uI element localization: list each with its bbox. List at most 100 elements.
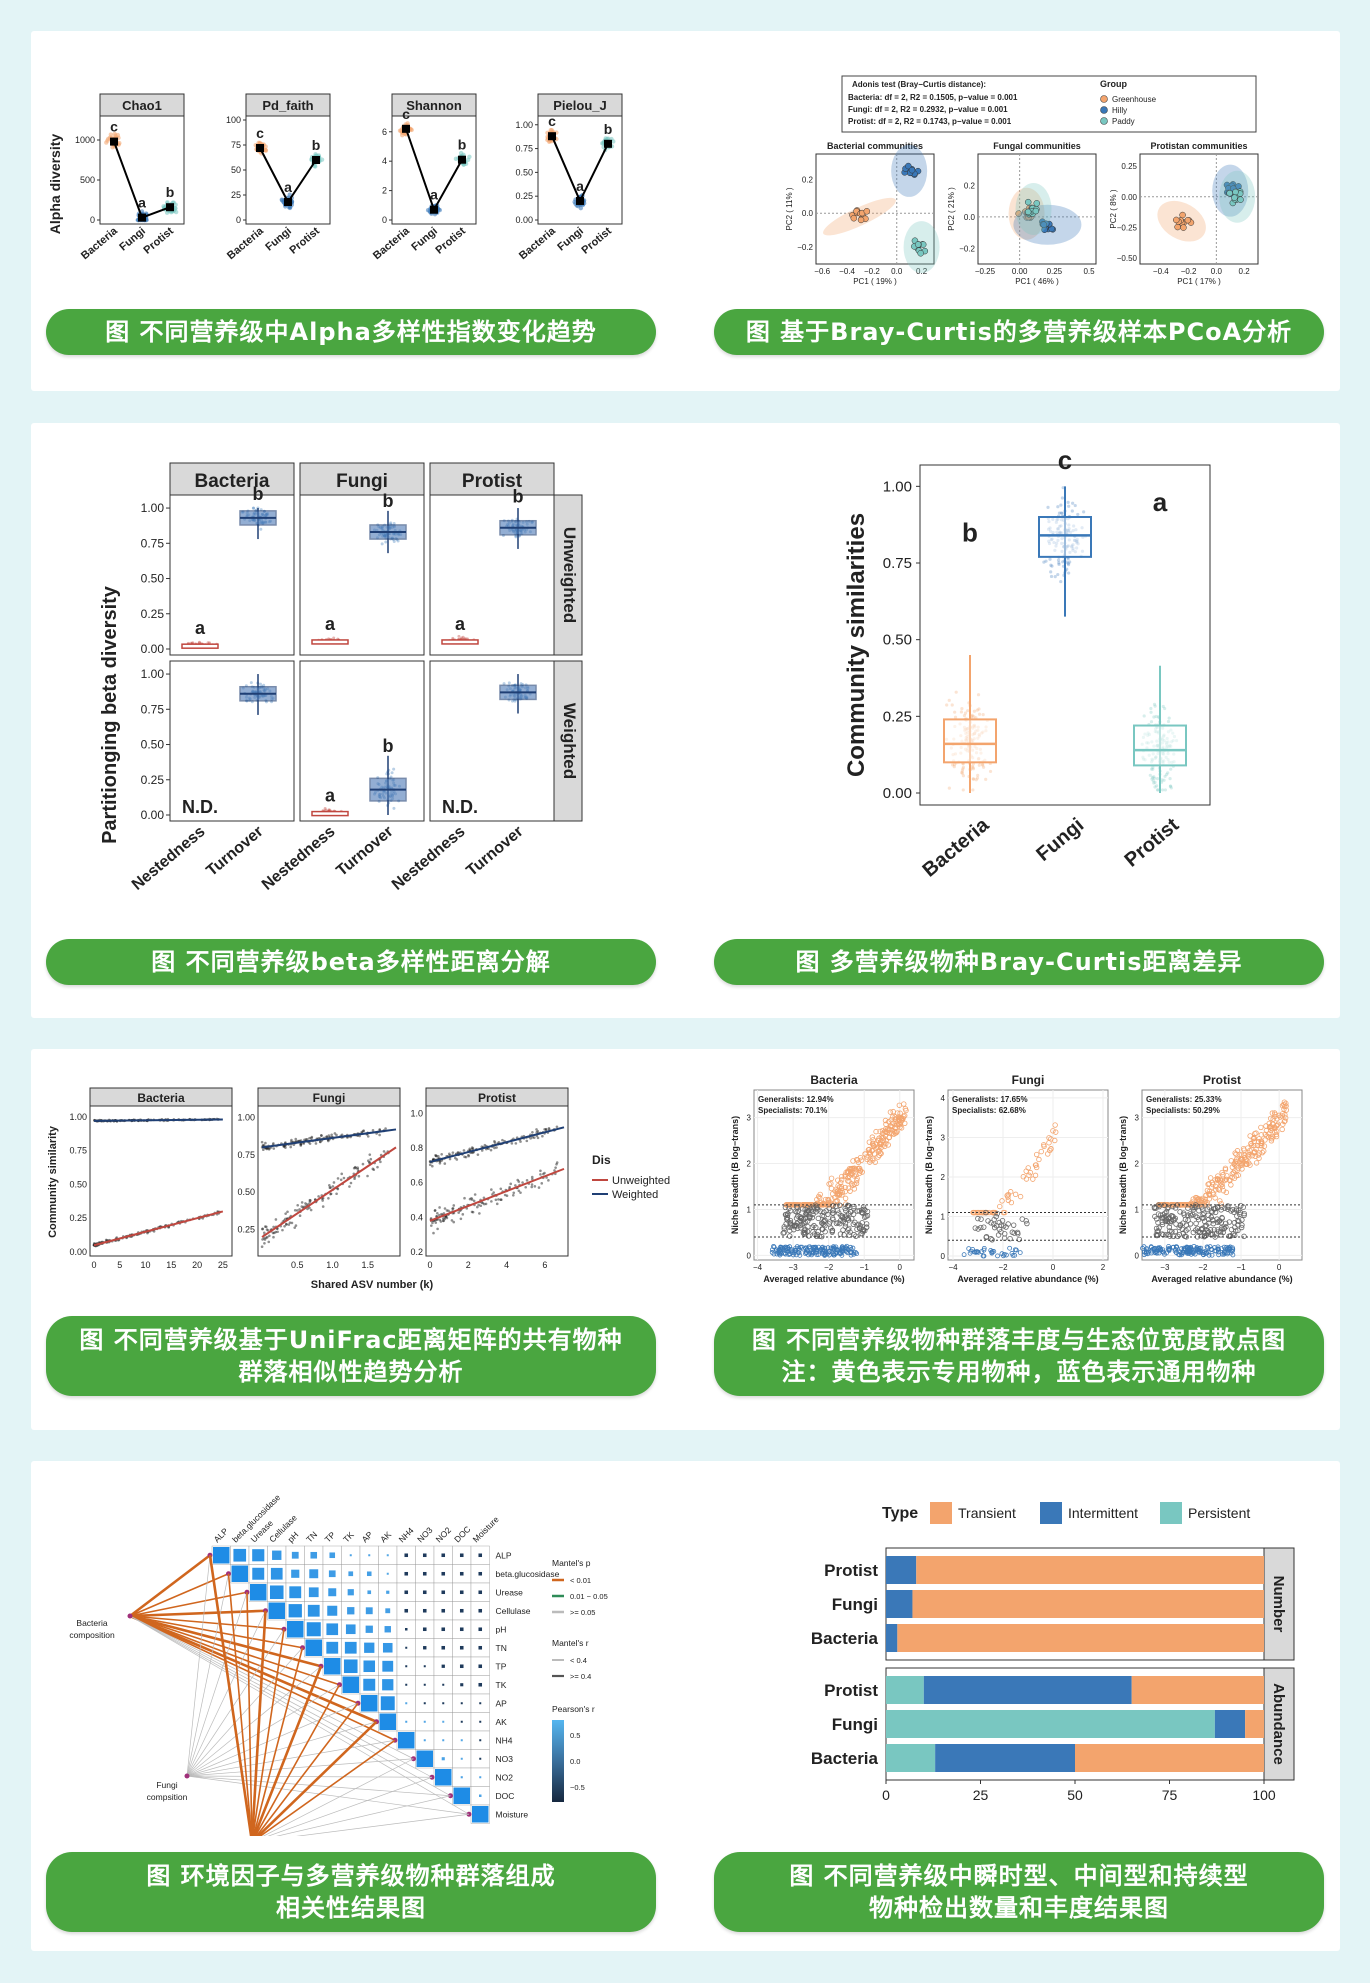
data-point	[972, 777, 976, 781]
data-point	[951, 763, 955, 767]
data-point	[492, 1191, 495, 1194]
legend-dot	[1100, 117, 1108, 125]
specialist-point	[857, 1154, 864, 1161]
sample-point	[1033, 200, 1041, 207]
specialist-point	[1034, 1151, 1040, 1158]
legend-label: Weighted	[612, 1189, 658, 1201]
significance-letter: a	[576, 178, 584, 194]
data-point	[482, 1196, 486, 1200]
y-tick-label: −0.50	[1117, 254, 1138, 263]
heat-square	[423, 1739, 426, 1742]
neutral-point	[1010, 1222, 1017, 1228]
data-point	[541, 1134, 544, 1138]
data-point	[304, 1202, 307, 1205]
specialist-point	[1271, 1124, 1278, 1130]
data-point	[384, 540, 388, 544]
generalist-point	[961, 1252, 967, 1258]
x-tick-label: −1	[860, 1263, 870, 1272]
heat-square	[404, 1590, 409, 1595]
data-point	[535, 1131, 539, 1134]
data-point	[378, 1133, 381, 1137]
heat-square	[386, 1590, 390, 1594]
data-point	[961, 788, 965, 792]
generalist-point	[1181, 1247, 1187, 1253]
panel-title: Fungi	[1012, 1073, 1045, 1087]
neutral-point	[1221, 1225, 1228, 1231]
data-point	[396, 539, 400, 543]
data-point	[1057, 562, 1061, 566]
heat-square	[309, 1569, 319, 1579]
y-tick-label: 100	[226, 115, 241, 125]
generalist-point	[851, 1250, 857, 1256]
data-point	[1056, 558, 1061, 562]
specialist-point	[1210, 1181, 1216, 1188]
x-tick-label: Protist	[142, 225, 177, 257]
generalist-point	[769, 1250, 775, 1255]
neutral-point	[972, 1225, 978, 1231]
y-tick-label: 1.00	[141, 667, 165, 681]
factor-row-label: TN	[496, 1643, 507, 1653]
generalist-point	[776, 1247, 782, 1253]
x-tick-label: −0.4	[839, 267, 855, 276]
specialist-point	[871, 1143, 877, 1149]
data-point	[251, 506, 255, 510]
data-point	[1149, 706, 1153, 711]
data-point	[470, 1147, 474, 1151]
data-point	[484, 1202, 488, 1206]
data-point	[1151, 765, 1155, 769]
heat-square	[460, 1757, 463, 1760]
sample-point	[1015, 210, 1022, 217]
neutral-point	[821, 1218, 827, 1224]
y-tick-label: 1.00	[515, 120, 533, 130]
generalist-point	[999, 1251, 1005, 1257]
heat-square	[382, 1642, 393, 1653]
x-axis-title: Averaged relative abundance (%)	[1151, 1274, 1292, 1284]
generalist-point	[769, 1247, 775, 1253]
significance-letter: a	[430, 187, 438, 203]
data-point	[467, 154, 472, 159]
y-tick-label: 0.0	[964, 213, 976, 222]
data-point	[392, 767, 396, 771]
legend-label: Hilly	[1112, 106, 1127, 115]
mantel-link	[186, 1610, 266, 1777]
neutral-point	[1157, 1212, 1164, 1218]
specialist-point	[884, 1126, 891, 1132]
data-point	[555, 1162, 558, 1166]
data-point	[476, 1205, 479, 1209]
data-point	[433, 1209, 437, 1212]
neutral-point	[857, 1222, 864, 1229]
data-point	[1168, 784, 1172, 788]
panel-frame	[753, 1089, 915, 1261]
data-point	[271, 1231, 275, 1235]
panel-frame	[299, 494, 425, 656]
mantel-link	[186, 1629, 285, 1777]
bar-segment	[935, 1744, 1075, 1772]
y-tick-label: 1.00	[883, 478, 912, 495]
data-point	[161, 204, 166, 209]
neutral-point	[1155, 1219, 1161, 1226]
y-tick-label: 1.00	[69, 1112, 87, 1122]
data-point	[1149, 767, 1154, 771]
data-point	[261, 1227, 264, 1231]
generalist-point	[1205, 1245, 1211, 1250]
data-point	[476, 1153, 480, 1156]
neutral-point	[993, 1223, 1000, 1229]
heat-square	[441, 1608, 446, 1613]
heat-square	[404, 1571, 409, 1576]
sample-point	[850, 214, 858, 222]
mean-marker	[604, 139, 612, 148]
neutral-point	[994, 1210, 1000, 1217]
neutral-point	[1241, 1210, 1247, 1217]
x-tick-label: Fungi	[1032, 814, 1088, 866]
heat-square	[441, 1645, 446, 1650]
heat-square	[441, 1590, 446, 1595]
data-point	[1163, 774, 1167, 778]
row-title: Weighted	[560, 703, 579, 779]
generalist-point	[1141, 1252, 1147, 1258]
data-point	[539, 1173, 542, 1176]
neutral-point	[858, 1209, 865, 1216]
neutral-point	[829, 1228, 836, 1234]
y-tick-label: 0.25	[69, 1213, 87, 1223]
heat-square	[363, 1678, 376, 1691]
mean-marker	[166, 203, 174, 212]
